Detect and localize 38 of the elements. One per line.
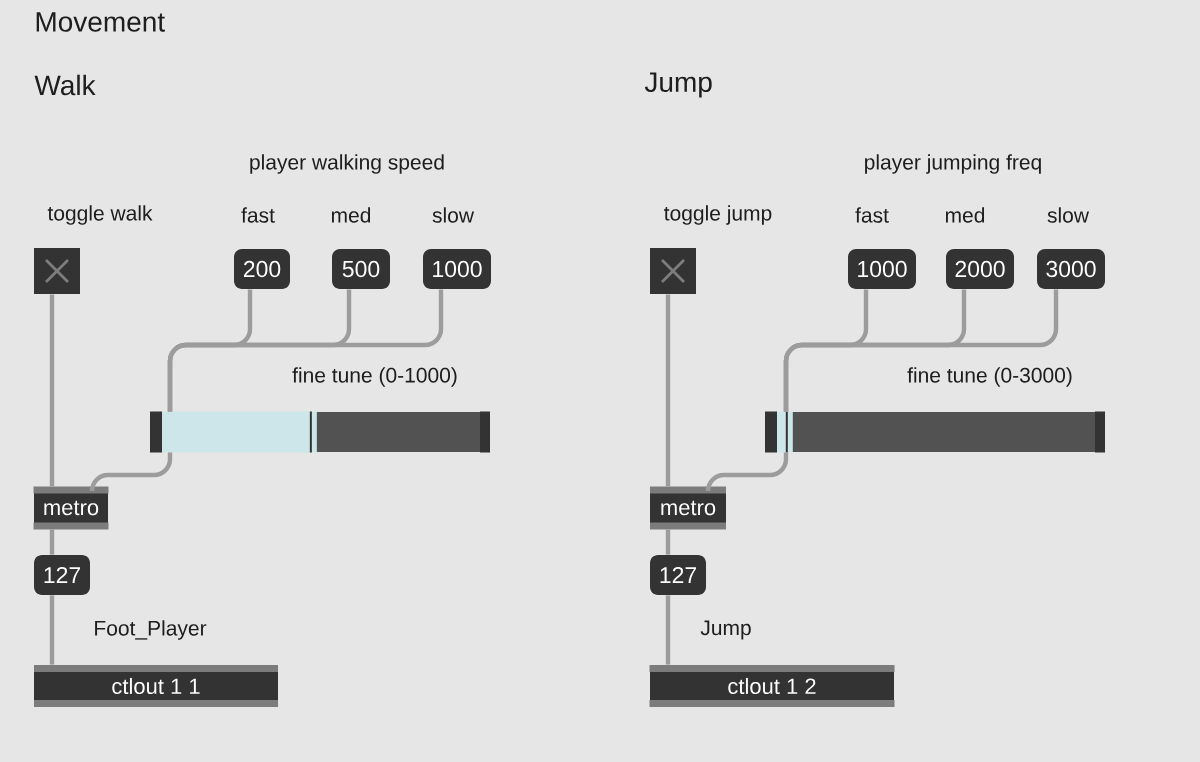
toggle-box <box>650 248 696 294</box>
number-box: 1000 <box>423 249 491 289</box>
number-box: 3000 <box>1037 249 1105 289</box>
object-box: metro <box>650 486 726 530</box>
number-box: 2000 <box>946 249 1014 289</box>
comment-label: med <box>331 207 371 223</box>
comment-label: player jumping freq <box>865 154 1041 174</box>
patch-cord <box>665 595 671 665</box>
patch-cord <box>665 294 671 487</box>
patch-cord <box>783 289 1059 412</box>
number-box: 127 <box>650 555 706 595</box>
patch-cord <box>89 452 173 494</box>
comment-label: Jump <box>700 620 751 640</box>
slider-bar <box>150 410 490 454</box>
patch-cord <box>665 529 671 555</box>
comment-label: slow <box>432 207 475 223</box>
patch-cord <box>705 452 789 494</box>
object-box: ctlout 1 2 <box>649 665 895 707</box>
patch-cord <box>49 529 55 555</box>
slider-bar <box>765 410 1105 454</box>
comment-label: slow <box>1047 207 1090 223</box>
patch-cord <box>167 289 444 412</box>
comment-label: fast <box>855 207 889 223</box>
number-box: 127 <box>34 555 90 595</box>
number-box: 500 <box>332 249 390 289</box>
section-heading: Jump <box>644 72 712 98</box>
toggle-box <box>34 248 80 294</box>
comment-label: med <box>945 207 985 223</box>
patch-cord <box>49 595 55 665</box>
heading: Movement <box>36 12 165 32</box>
object-box: metro <box>33 486 109 530</box>
comment-label: player walking speed <box>250 154 444 174</box>
patch-cord <box>49 294 55 487</box>
comment-label: Foot_Player <box>95 620 207 640</box>
section-heading: Walk <box>34 74 96 96</box>
object-box: ctlout 1 1 <box>34 665 278 707</box>
number-box: 200 <box>234 249 290 289</box>
number-box: 1000 <box>848 249 916 289</box>
